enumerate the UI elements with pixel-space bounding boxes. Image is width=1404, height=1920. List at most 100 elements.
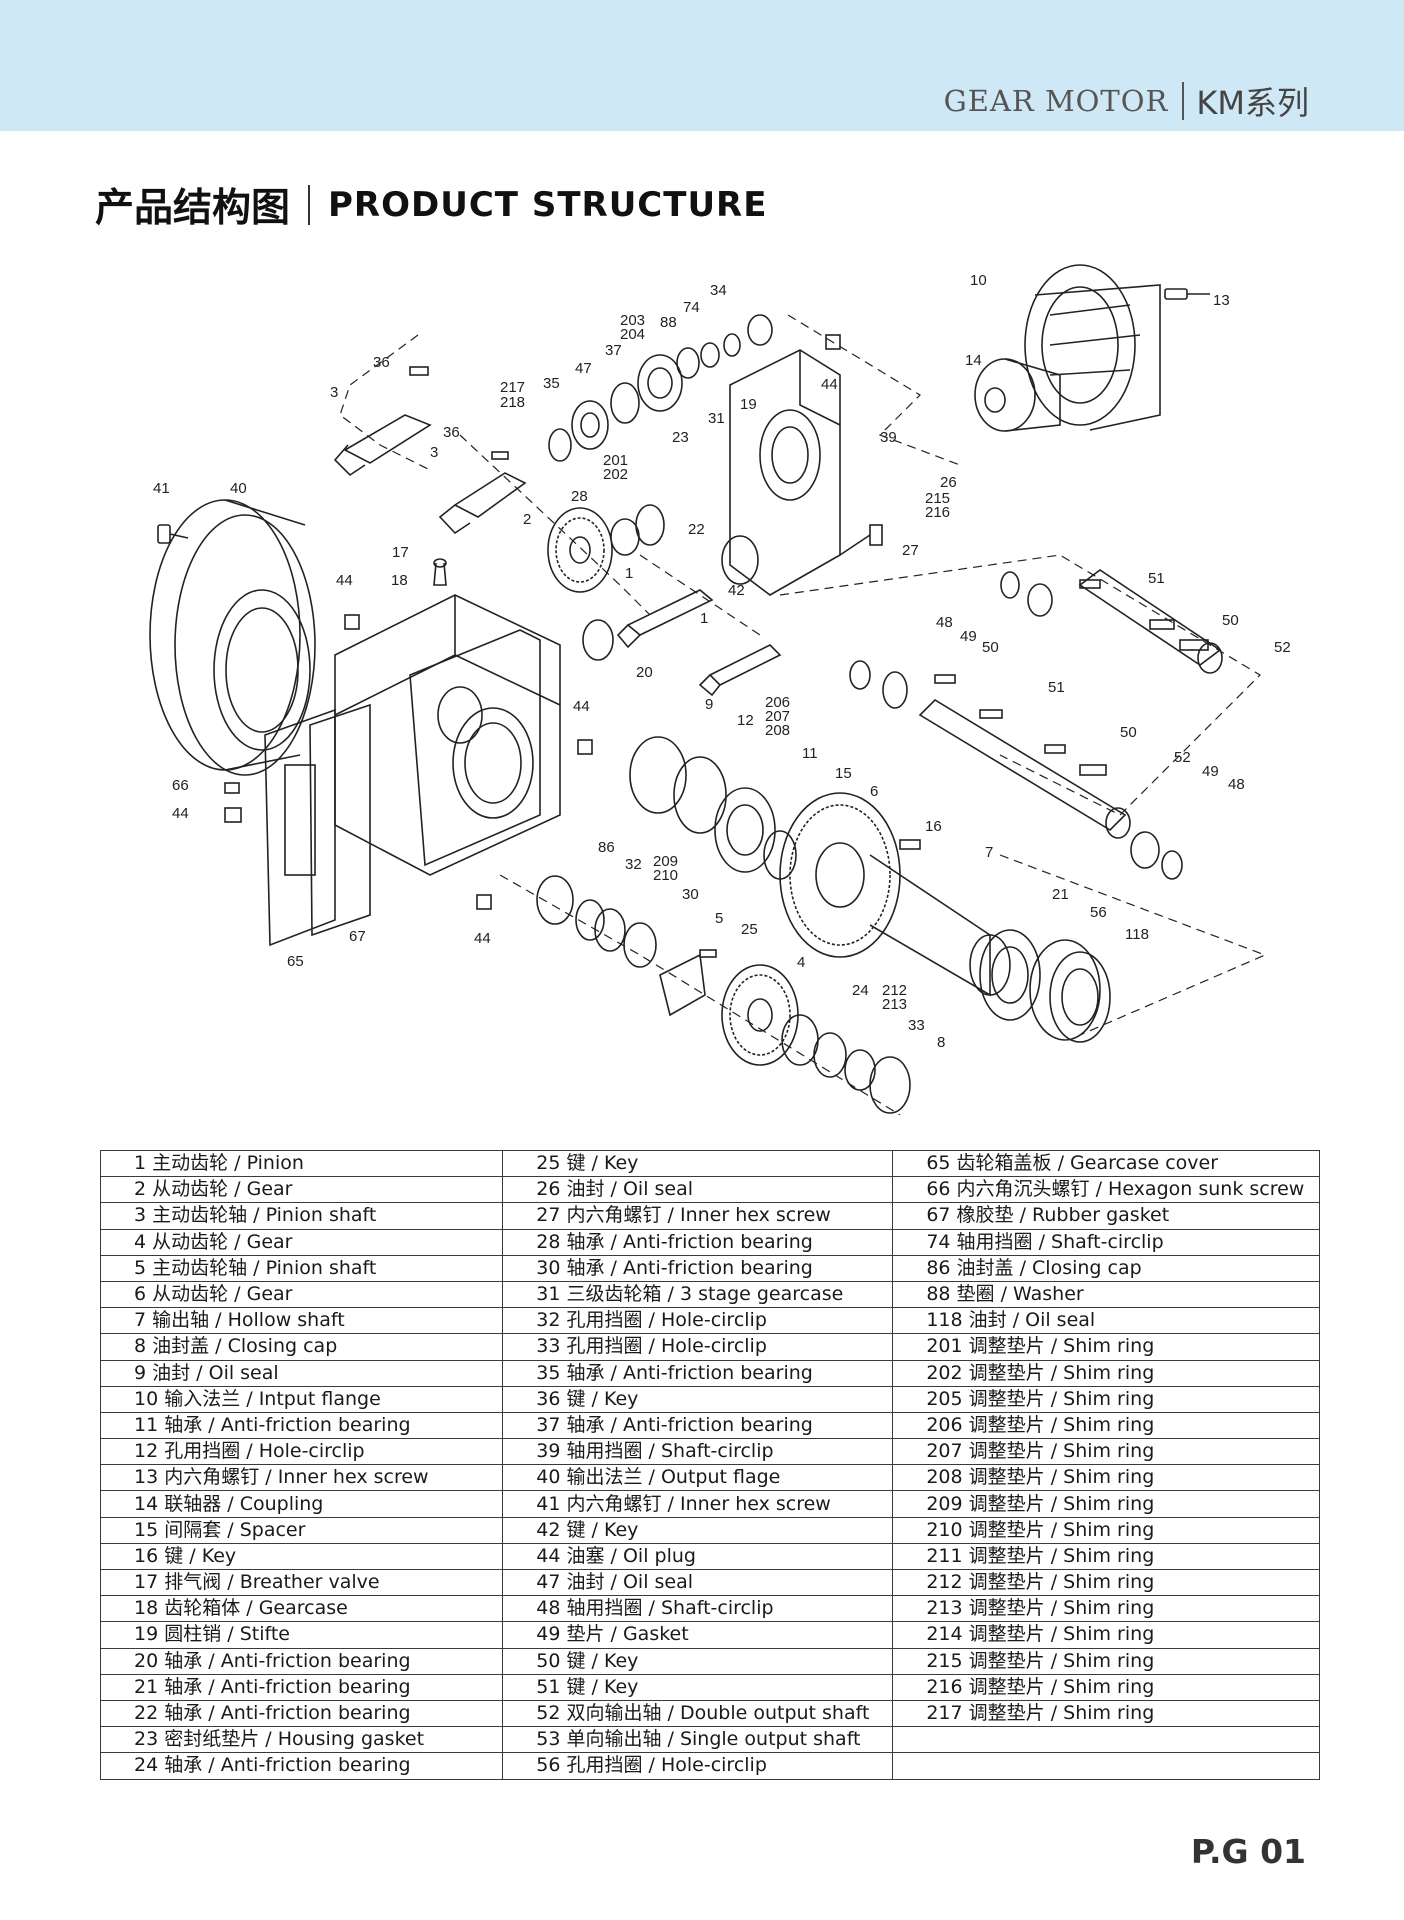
part-cell: 41 内六角螺钉 / Inner hex screw — [502, 1490, 894, 1518]
part-cell: 206 调整垫片 / Shim ring — [892, 1411, 1320, 1440]
key-36-upper — [409, 366, 429, 376]
callout-label: 44 — [474, 930, 491, 947]
output-flange-part — [149, 499, 316, 776]
callout-label: 86 — [598, 839, 615, 856]
part-cell: 44 油塞 / Oil plug — [502, 1542, 894, 1571]
part-cell: 18 齿轮箱体 / Gearcase — [99, 1595, 504, 1623]
part-cell: 42 键 / Key — [502, 1516, 894, 1544]
breather-valve-part — [433, 558, 447, 586]
pinion-5-part — [659, 953, 706, 1017]
callout-label: 40 — [230, 480, 247, 497]
callout-label: 6 — [870, 783, 878, 800]
callout-label: 7 — [985, 844, 993, 861]
part-cell: 53 单向输出轴 / Single output shaft — [502, 1726, 894, 1754]
callout-label: 52 — [1274, 639, 1291, 656]
part-cell: 7 输出轴 / Hollow shaft — [99, 1307, 504, 1335]
part-cell: 6 从动齿轮 / Gear — [99, 1280, 504, 1309]
part-cell: 24 轴承 / Anti-friction bearing — [99, 1752, 504, 1780]
callout-label: 39 — [880, 429, 897, 446]
part-cell: 23 密封纸垫片 / Housing gasket — [99, 1726, 504, 1754]
part-cell: 16 键 / Key — [99, 1542, 504, 1571]
callout-label: 88 — [660, 314, 677, 331]
callout-label: 210 — [653, 867, 678, 884]
section-title-divider — [308, 185, 311, 225]
callout-label: 206 — [765, 694, 790, 711]
callout-label: 3 — [330, 384, 338, 401]
bearing-24-rings-33-8 — [781, 1014, 911, 1114]
callout-label: 19 — [740, 396, 757, 413]
part-cell: 213 调整垫片 / Shim ring — [892, 1595, 1320, 1623]
part-cell: 17 排气阀 / Breather valve — [99, 1568, 504, 1597]
header-divider — [1182, 82, 1185, 120]
part-cell: 8 油封盖 / Closing cap — [99, 1333, 504, 1361]
callout-label: 26 — [940, 474, 957, 491]
part-cell: 32 孔用挡圈 / Hole-circlip — [502, 1307, 894, 1335]
callout-label: 36 — [443, 424, 460, 441]
pinion-1-lower — [698, 644, 782, 697]
part-cell: 88 垫圈 / Washer — [892, 1280, 1320, 1309]
output-shaft-52-upper — [1078, 569, 1223, 674]
callout-label: 14 — [965, 352, 982, 369]
header-title-group: GEAR MOTOR KM系列 — [944, 78, 1309, 124]
section-title: 产品结构图 PRODUCT STRUCTURE — [95, 177, 767, 233]
callout-labels: 10 13 14 34 74 203 204 88 37 47 36 3 217… — [153, 272, 1291, 1051]
part-cell: 30 轴承 / Anti-friction bearing — [502, 1254, 894, 1282]
rubber-gasket-part — [309, 703, 371, 937]
part-cell: 3 主动齿轮轴 / Pinion shaft — [99, 1202, 504, 1230]
callout-label: 118 — [1125, 926, 1149, 943]
callout-label: 49 — [1202, 763, 1219, 780]
brand-label: GEAR MOTOR — [943, 84, 1169, 118]
part-cell: 66 内六角沉头螺钉 / Hexagon sunk screw — [892, 1176, 1320, 1204]
part-cell: 86 油封盖 / Closing cap — [892, 1254, 1320, 1282]
part-cell: 22 轴承 / Anti-friction bearing — [99, 1699, 504, 1728]
part-cell: 2 从动齿轮 / Gear — [99, 1176, 504, 1204]
callout-label: 44 — [336, 572, 353, 589]
key-25 — [699, 949, 717, 958]
part-cell: 26 油封 / Oil seal — [502, 1176, 894, 1204]
part-cell: 10 输入法兰 / Intput flange — [99, 1385, 504, 1413]
callout-label: 18 — [391, 572, 408, 589]
key-16 — [899, 839, 921, 850]
callout-label: 51 — [1148, 570, 1165, 587]
bearing-21-56-118 — [979, 929, 1111, 1043]
part-cell: 205 调整垫片 / Shim ring — [892, 1385, 1320, 1413]
callout-label: 49 — [960, 628, 977, 645]
callout-label: 67 — [349, 928, 366, 945]
part-cell: 25 键 / Key — [502, 1149, 894, 1178]
callout-label: 15 — [835, 765, 852, 782]
oil-plugs-44 — [344, 334, 841, 910]
callout-label: 32 — [625, 856, 642, 873]
callout-label: 65 — [287, 953, 304, 970]
callout-label: 42 — [728, 582, 745, 599]
callout-label: 202 — [603, 466, 628, 483]
part-cell: 9 油封 / Oil seal — [99, 1359, 504, 1387]
exploded-diagram: 10 13 14 34 74 203 204 88 37 47 36 3 217… — [0, 255, 1404, 1115]
callout-label: 11 — [802, 745, 818, 762]
callout-label: 48 — [936, 614, 953, 631]
part-cell: 217 调整垫片 / Shim ring — [892, 1699, 1320, 1728]
callout-label: 1 — [700, 610, 708, 627]
oil-seal-and-rings-center — [629, 736, 797, 880]
input-flange-part — [1024, 264, 1161, 431]
callout-label: 37 — [605, 342, 622, 359]
callout-label: 216 — [925, 504, 950, 521]
part-cell: 28 轴承 / Anti-friction bearing — [502, 1228, 894, 1256]
callout-label: 22 — [688, 521, 705, 538]
gearcase-cover-part — [264, 708, 336, 947]
